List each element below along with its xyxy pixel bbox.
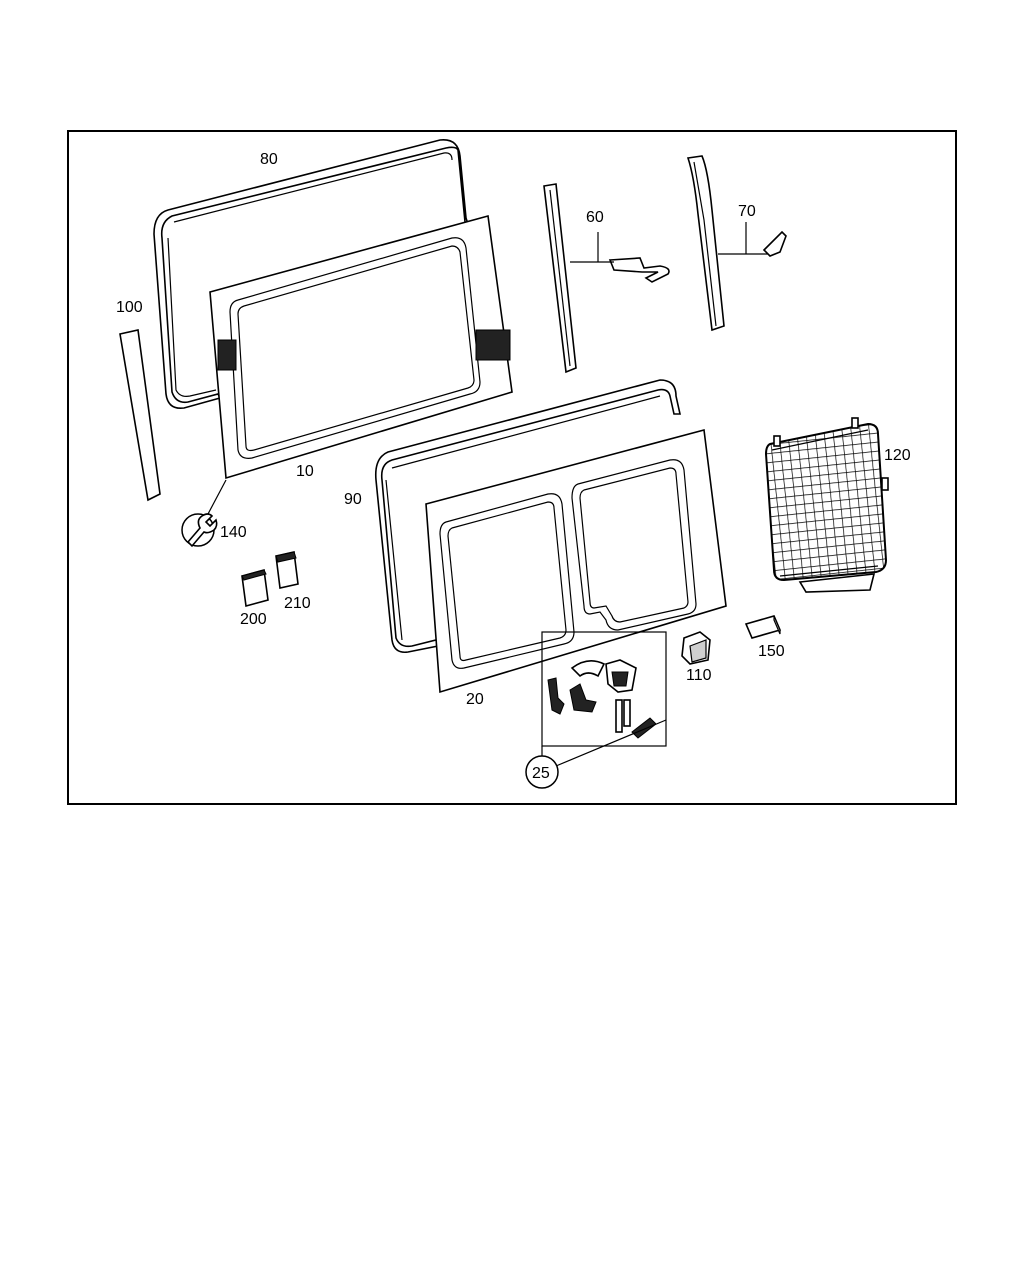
part-70-clip (762, 230, 787, 257)
part-200-pad (241, 568, 269, 608)
callout-25-circle (525, 755, 559, 789)
part-100-trim-strip (119, 329, 161, 502)
part-210-pad (275, 551, 299, 589)
part-60-bracket (608, 257, 670, 283)
callout-25: 25 (532, 765, 550, 782)
callout-90: 90 (344, 491, 362, 508)
callout-110: 110 (686, 667, 712, 684)
wrench-icon (181, 513, 218, 548)
callout-210: 210 (284, 595, 311, 612)
part-25-kit-group (541, 631, 667, 747)
part-20-split-glass (425, 428, 727, 694)
callout-60: 60 (586, 209, 604, 226)
callout-70: 70 (738, 203, 756, 220)
callout-200: 200 (240, 611, 267, 628)
callout-20: 20 (466, 691, 484, 708)
part-90-seal (374, 379, 681, 654)
callout-10: 10 (296, 463, 314, 480)
callout-150: 150 (758, 643, 785, 660)
callout-120: 120 (884, 447, 911, 464)
part-110-rubber-block (681, 631, 711, 665)
part-70-side-rail (686, 155, 725, 332)
part-10-window-glass (209, 214, 513, 480)
callout-80: 80 (260, 151, 278, 168)
callout-140: 140 (220, 524, 247, 541)
part-120-mesh-grille (764, 417, 889, 593)
part-80-seal (153, 139, 471, 410)
part-150-pad (744, 615, 782, 639)
callout-100: 100 (116, 299, 143, 316)
part-60-guide-rail (543, 183, 577, 374)
